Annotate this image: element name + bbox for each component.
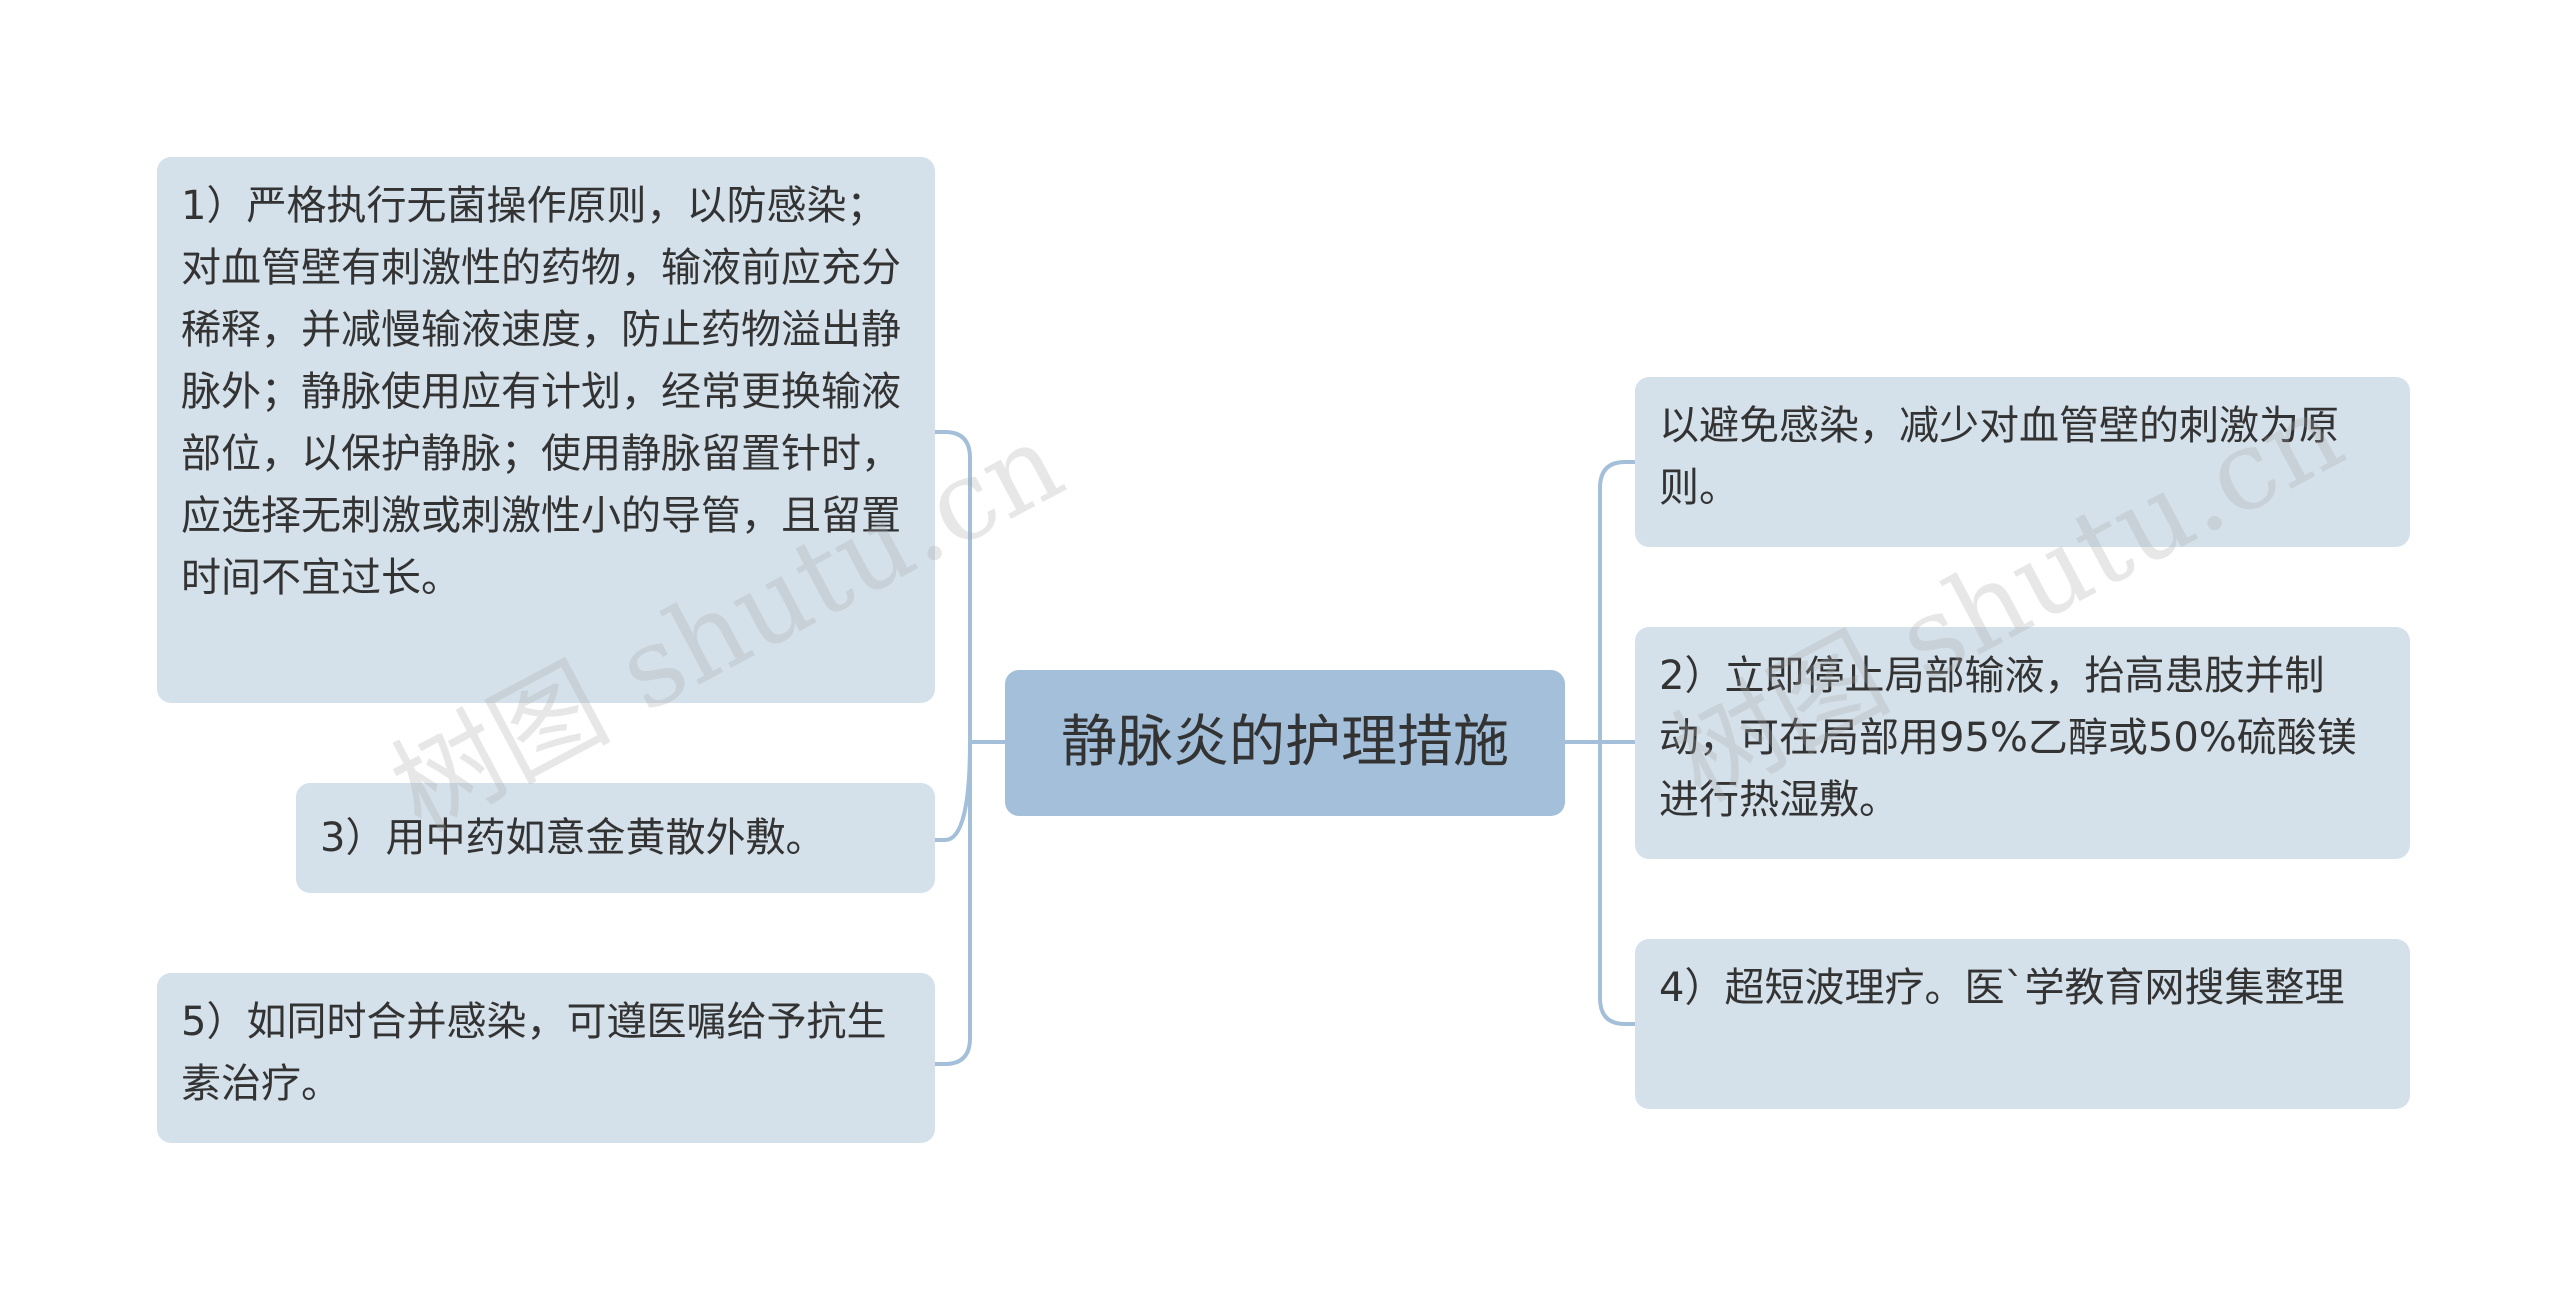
topic-node-2[interactable]: 2）立即停止局部输液，抬高患肢并制动，可在局部用95%乙醇或50%硫酸镁进行热湿… bbox=[1635, 627, 2410, 859]
topic-node-principle[interactable]: 以避免感染，减少对血管壁的刺激为原则。 bbox=[1635, 377, 2410, 547]
connector-right-4 bbox=[1598, 996, 1637, 1026]
connector-left-3 bbox=[933, 740, 972, 842]
connector-right-0 bbox=[1598, 460, 1637, 490]
central-topic[interactable]: 静脉炎的护理措施 bbox=[1005, 670, 1565, 816]
connector-left-5 bbox=[933, 1036, 972, 1066]
topic-node-3[interactable]: 3）用中药如意金黄散外敷。 bbox=[296, 783, 935, 893]
connector-left-1 bbox=[933, 430, 972, 460]
topic-node-1[interactable]: 1）严格执行无菌操作原则，以防感染；对血管壁有刺激性的药物，输液前应充分稀释，并… bbox=[157, 157, 935, 703]
topic-node-4[interactable]: 4）超短波理疗。医`学教育网搜集整理 bbox=[1635, 939, 2410, 1109]
topic-node-5[interactable]: 5）如同时合并感染，可遵医嘱给予抗生素治疗。 bbox=[157, 973, 935, 1143]
